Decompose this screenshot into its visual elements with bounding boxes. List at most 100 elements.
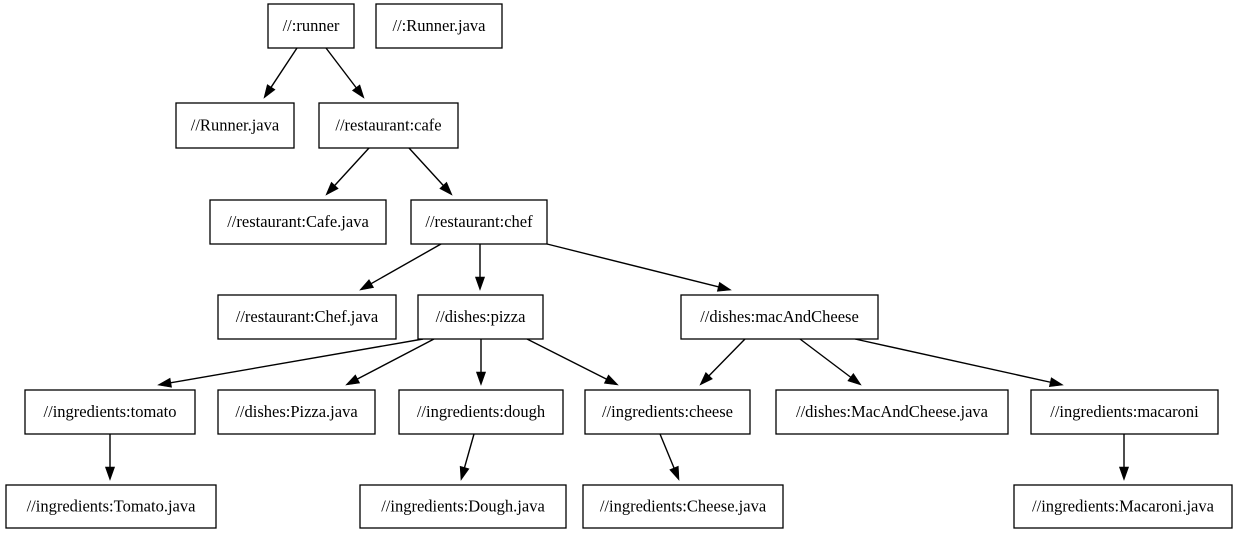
node-box[interactable] xyxy=(1013,484,1233,529)
graph-node-ing_macaroni_java[interactable]: //ingredients:Macaroni.java xyxy=(1013,484,1233,529)
node-label: //ingredients:Tomato.java xyxy=(27,496,197,515)
graph-node-ing_cheese[interactable]: //ingredients:cheese xyxy=(584,389,751,435)
edge-restaurant_cafe-to-restaurant_cafe_java xyxy=(325,147,370,196)
node-label: //Runner.java xyxy=(191,115,280,134)
node-box[interactable] xyxy=(24,389,196,435)
graph-node-dishes_pizza[interactable]: //dishes:pizza xyxy=(417,294,544,340)
node-label: //dishes:pizza xyxy=(436,307,526,326)
graph-node-restaurant_cafe_java[interactable]: //restaurant:Cafe.java xyxy=(209,199,387,245)
node-label: //ingredients:tomato xyxy=(44,402,177,421)
edge-line xyxy=(463,433,475,470)
edge-dishes_pizza-to-ing_dough xyxy=(475,339,487,386)
graph-node-dishes_mac_java[interactable]: //dishes:MacAndCheese.java xyxy=(775,389,1009,435)
edge-ing_cheese-to-ing_cheese_java xyxy=(659,433,680,481)
node-label: //restaurant:Cafe.java xyxy=(227,212,369,231)
edge-dishes_pizza-to-dishes_pizza_java xyxy=(345,338,435,386)
node-box[interactable] xyxy=(217,389,376,435)
edge-ing_macaroni-to-ing_macaroni_java xyxy=(1118,434,1130,481)
node-box[interactable] xyxy=(318,102,459,149)
node-box[interactable] xyxy=(217,294,397,340)
node-label: //restaurant:Chef.java xyxy=(236,307,379,326)
arrowhead-icon xyxy=(603,374,619,386)
edge-line xyxy=(269,47,298,90)
edge-ing_tomato-to-ing_tomato_java xyxy=(104,434,116,481)
arrowhead-icon xyxy=(1048,377,1064,388)
node-box[interactable] xyxy=(375,3,503,49)
edge-line xyxy=(408,147,446,188)
edge-line xyxy=(526,338,609,381)
node-box[interactable] xyxy=(775,389,1009,435)
graph-node-restaurant_cafe[interactable]: //restaurant:cafe xyxy=(318,102,459,149)
graph-node-ing_dough[interactable]: //ingredients:dough xyxy=(398,389,564,435)
edge-line xyxy=(854,338,1053,384)
node-box[interactable] xyxy=(680,294,879,340)
node-box[interactable] xyxy=(175,102,295,149)
arrowhead-icon xyxy=(351,84,365,99)
arrowhead-icon xyxy=(345,374,361,386)
edge-line xyxy=(355,338,435,381)
graph-node-ing_tomato_java[interactable]: //ingredients:Tomato.java xyxy=(5,484,217,529)
arrowhead-icon xyxy=(669,465,680,481)
node-label: //:runner xyxy=(283,16,340,35)
edge-line xyxy=(659,433,676,471)
edge-restaurant_chef-to-restaurant_chef_java xyxy=(359,243,442,291)
arrowhead-icon xyxy=(359,279,375,291)
node-box[interactable] xyxy=(5,484,217,529)
nodes-layer: //:runner //:Runner.java //Runner.java //re… xyxy=(5,3,1233,529)
graph-node-runner_java[interactable]: //Runner.java xyxy=(175,102,295,149)
node-box[interactable] xyxy=(267,3,355,49)
arrowhead-icon xyxy=(325,181,339,196)
node-label: //restaurant:cafe xyxy=(335,115,441,134)
edge-line xyxy=(799,338,853,379)
graph-node-dishes_pizza_java[interactable]: //dishes:Pizza.java xyxy=(217,389,376,435)
edge-restaurant_cafe-to-restaurant_chef xyxy=(408,147,453,196)
arrowhead-icon xyxy=(475,371,487,386)
node-box[interactable] xyxy=(1030,389,1219,435)
node-box[interactable] xyxy=(410,199,548,245)
graph-node-restaurant_chef_java[interactable]: //restaurant:Chef.java xyxy=(217,294,397,340)
node-label: //ingredients:Macaroni.java xyxy=(1032,496,1215,515)
arrowhead-icon xyxy=(157,377,172,388)
graph-node-ing_tomato[interactable]: //ingredients:tomato xyxy=(24,389,196,435)
arrowhead-icon xyxy=(847,372,862,386)
graph-node-restaurant_chef[interactable]: //restaurant:chef xyxy=(410,199,548,245)
edge-dishes_pizza-to-ing_tomato xyxy=(157,338,424,388)
arrowhead-icon xyxy=(439,181,453,196)
node-label: //dishes:Pizza.java xyxy=(235,402,358,421)
edge-dishes_mac-to-ing_cheese xyxy=(699,338,746,386)
node-label: //dishes:MacAndCheese.java xyxy=(796,402,989,421)
edge-runner-to-restaurant_cafe xyxy=(325,47,365,99)
edge-line xyxy=(546,243,721,289)
edge-line xyxy=(325,47,358,90)
graph-node-runner[interactable]: //:runner xyxy=(267,3,355,49)
node-box[interactable] xyxy=(584,389,751,435)
node-label: //ingredients:macaroni xyxy=(1050,402,1199,421)
edge-line xyxy=(168,338,424,384)
node-box[interactable] xyxy=(398,389,564,435)
arrowhead-icon xyxy=(1118,466,1130,481)
node-label: //ingredients:Cheese.java xyxy=(600,496,767,515)
arrowhead-icon xyxy=(474,276,486,291)
arrowhead-icon xyxy=(263,84,276,99)
arrowhead-icon xyxy=(699,371,713,386)
node-label: //restaurant:chef xyxy=(425,212,533,231)
edge-line xyxy=(369,243,442,286)
arrowhead-icon xyxy=(459,465,470,481)
node-label: //ingredients:dough xyxy=(417,402,546,421)
node-box[interactable] xyxy=(209,199,387,245)
node-label: //ingredients:cheese xyxy=(602,402,733,421)
node-box[interactable] xyxy=(417,294,544,340)
edge-runner-to-runner_java xyxy=(263,47,298,99)
graph-node-root_runner_java[interactable]: //:Runner.java xyxy=(375,3,503,49)
node-box[interactable] xyxy=(582,484,784,529)
graph-node-dishes_mac[interactable]: //dishes:macAndCheese xyxy=(680,294,879,340)
graph-node-ing_macaroni[interactable]: //ingredients:macaroni xyxy=(1030,389,1219,435)
graph-node-ing_cheese_java[interactable]: //ingredients:Cheese.java xyxy=(582,484,784,529)
node-box[interactable] xyxy=(359,484,567,529)
edge-restaurant_chef-to-dishes_pizza xyxy=(474,244,486,291)
node-label: //:Runner.java xyxy=(392,16,486,35)
edge-dishes_mac-to-ing_macaroni xyxy=(854,338,1064,388)
graph-node-ing_dough_java[interactable]: //ingredients:Dough.java xyxy=(359,484,567,529)
